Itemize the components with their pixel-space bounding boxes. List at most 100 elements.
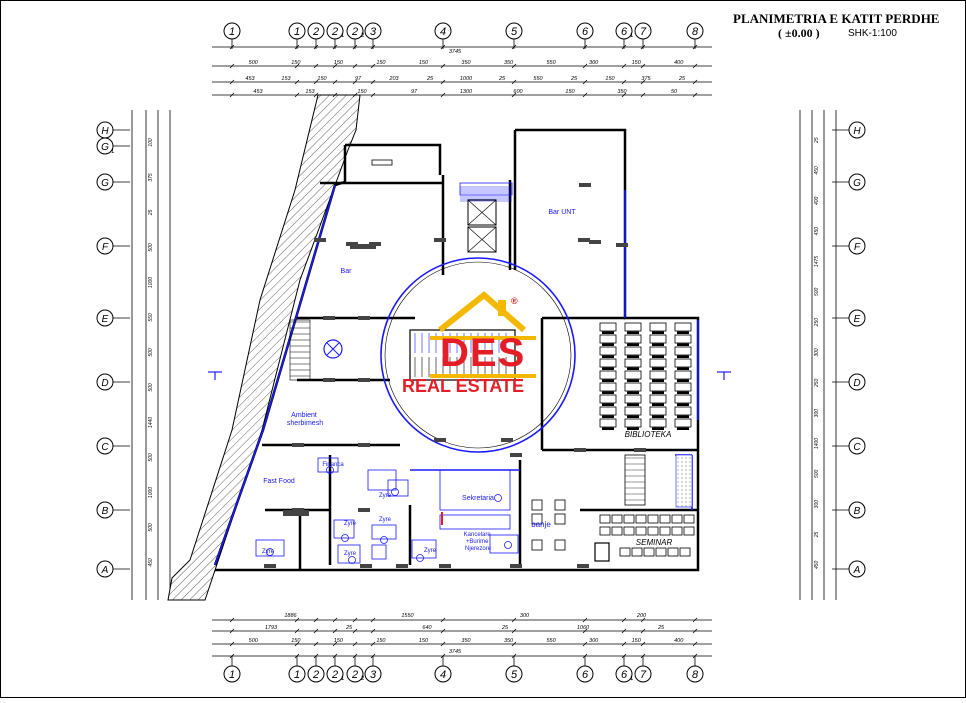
dim-top3-7: 150 xyxy=(565,89,575,95)
desk-6 xyxy=(337,544,361,564)
axis-label: D xyxy=(101,378,108,389)
bottom-axis-bubble-8: 5 xyxy=(505,656,523,683)
axis-label: 5 xyxy=(511,26,518,38)
dim-right-1: 25 xyxy=(814,137,820,144)
dim-top1-8: 550 xyxy=(546,60,556,66)
dim-left-11: 1000 xyxy=(148,487,154,498)
desk-12 xyxy=(489,534,519,554)
central-rotunda xyxy=(380,257,576,453)
axis-label: 6 xyxy=(621,669,628,681)
dim-top2-13: 25 xyxy=(678,76,686,82)
room-label-zyre-4: Zyre xyxy=(344,551,357,557)
dim-bot3-4: 150 xyxy=(376,638,386,644)
axis-label: F xyxy=(102,242,109,253)
left-axis-bubble-4: F xyxy=(96,237,130,255)
bottom-axis-bubble-12: 8 xyxy=(686,656,704,683)
axis-label: 2 xyxy=(331,669,338,681)
desk-5 xyxy=(371,524,397,540)
axis-label: F xyxy=(854,242,861,253)
top-axis-bubble-8: 5 xyxy=(505,22,523,49)
left-axis-bubble-7: C xyxy=(96,437,130,455)
dim-top1-3: 150 xyxy=(334,60,344,66)
axis-label: 7 xyxy=(640,26,647,38)
dim-bot1-1: 1886 xyxy=(284,613,297,619)
dim-top2-4: 97 xyxy=(355,76,362,82)
side-dimension-lines xyxy=(131,110,837,600)
room-label-sekretaria: Sekretaria xyxy=(462,495,494,502)
desk-8 xyxy=(411,539,437,559)
dim-top1-5: 150 xyxy=(419,60,429,66)
axis-label: 2 xyxy=(312,669,319,681)
hatched-retaining-wall xyxy=(167,94,361,601)
side-stair-treads xyxy=(290,321,310,377)
axis-label: 6 xyxy=(582,669,589,681)
dim-right-7: 250 xyxy=(814,318,820,328)
dim-top1-11: 400 xyxy=(674,60,684,66)
dim-top2-7: 1000 xyxy=(460,76,473,82)
axis-label: 3 xyxy=(370,26,377,38)
dim-right-13: 300 xyxy=(814,500,820,509)
axis-label: 2 xyxy=(351,26,358,38)
room-label-zyre-1: Zyre xyxy=(379,493,392,499)
ambient-line-1: Ambient xyxy=(291,412,317,419)
dim-left-7: 500 xyxy=(148,348,154,357)
room-label-bar: Bar xyxy=(341,268,353,275)
right-axis-bubble-6: C xyxy=(832,437,866,455)
right-axis-bubble-5: D xyxy=(832,373,866,391)
axis-label: 6 xyxy=(621,26,628,38)
room-label-zyre-3: Zyre xyxy=(344,521,357,527)
ambient-line-2: sherbimesh xyxy=(287,420,323,427)
dim-top1-10: 150 xyxy=(632,60,642,66)
room-label-zyre-2: Zyre xyxy=(379,517,392,523)
dim-bot2-3: 640 xyxy=(422,625,432,631)
room-label-zyre-5: Zyre xyxy=(262,549,275,555)
bottom-axis-bubble-6: 3 xyxy=(364,656,382,683)
dim-top2-8: 25 xyxy=(498,76,506,82)
room-label-banje: banje xyxy=(531,520,551,529)
dim-bot3-9: 300 xyxy=(589,638,599,644)
dim-right-10: 300 xyxy=(814,409,820,418)
dim-bot2-5: 1060 xyxy=(577,625,590,631)
dim-top1-1: 500 xyxy=(249,60,259,66)
dim-bot2-2: 25 xyxy=(345,625,353,631)
axis-label: B xyxy=(102,506,109,517)
dim-top3-9: 50 xyxy=(671,89,678,95)
axis-label: 8 xyxy=(692,669,699,681)
dim-top1-9: 300 xyxy=(589,60,599,66)
axis-label: B xyxy=(854,506,861,517)
axis-label: 1 xyxy=(229,26,235,38)
dim-bot3-6: 350 xyxy=(461,638,471,644)
kancelare-line-2: +Burime xyxy=(466,539,489,545)
axis-label: G xyxy=(101,178,109,189)
desk-11 xyxy=(439,514,511,530)
dim-bottom-total: 3745 xyxy=(449,649,462,655)
desk-10 xyxy=(439,469,511,511)
axis-label: 1 xyxy=(229,669,235,681)
dim-top2-6: 25 xyxy=(426,76,434,82)
axis-label: 2 xyxy=(351,669,358,681)
right-axis-bubble-2: G xyxy=(832,173,866,191)
room-labels: Bar Bar UNT Ambient sherbimesh Fast Food… xyxy=(262,209,576,557)
side-staircase xyxy=(289,319,311,381)
dim-left-2: 375 xyxy=(148,173,154,182)
dim-left-9: 1440 xyxy=(148,417,154,428)
left-axis-bubble-3: G xyxy=(96,173,130,191)
top-axis-bubble-3: 2 xyxy=(307,22,325,49)
desk-3 xyxy=(387,479,409,497)
axis-label: 1 xyxy=(294,669,300,681)
section-markers xyxy=(208,371,731,380)
bottom-axis-bubble-1: 1 xyxy=(223,656,241,683)
dim-top3-5: 1300 xyxy=(460,89,473,95)
dim-bot1-4: 200 xyxy=(636,613,647,619)
dim-bot2-1: 1793 xyxy=(265,625,278,631)
axis-sub-label: 1 xyxy=(111,149,115,155)
dim-left-4: 500 xyxy=(148,243,154,252)
bottom-axis-bubble-3: 2 xyxy=(307,656,325,683)
top-axis-bubble-6: 3 xyxy=(364,22,382,49)
